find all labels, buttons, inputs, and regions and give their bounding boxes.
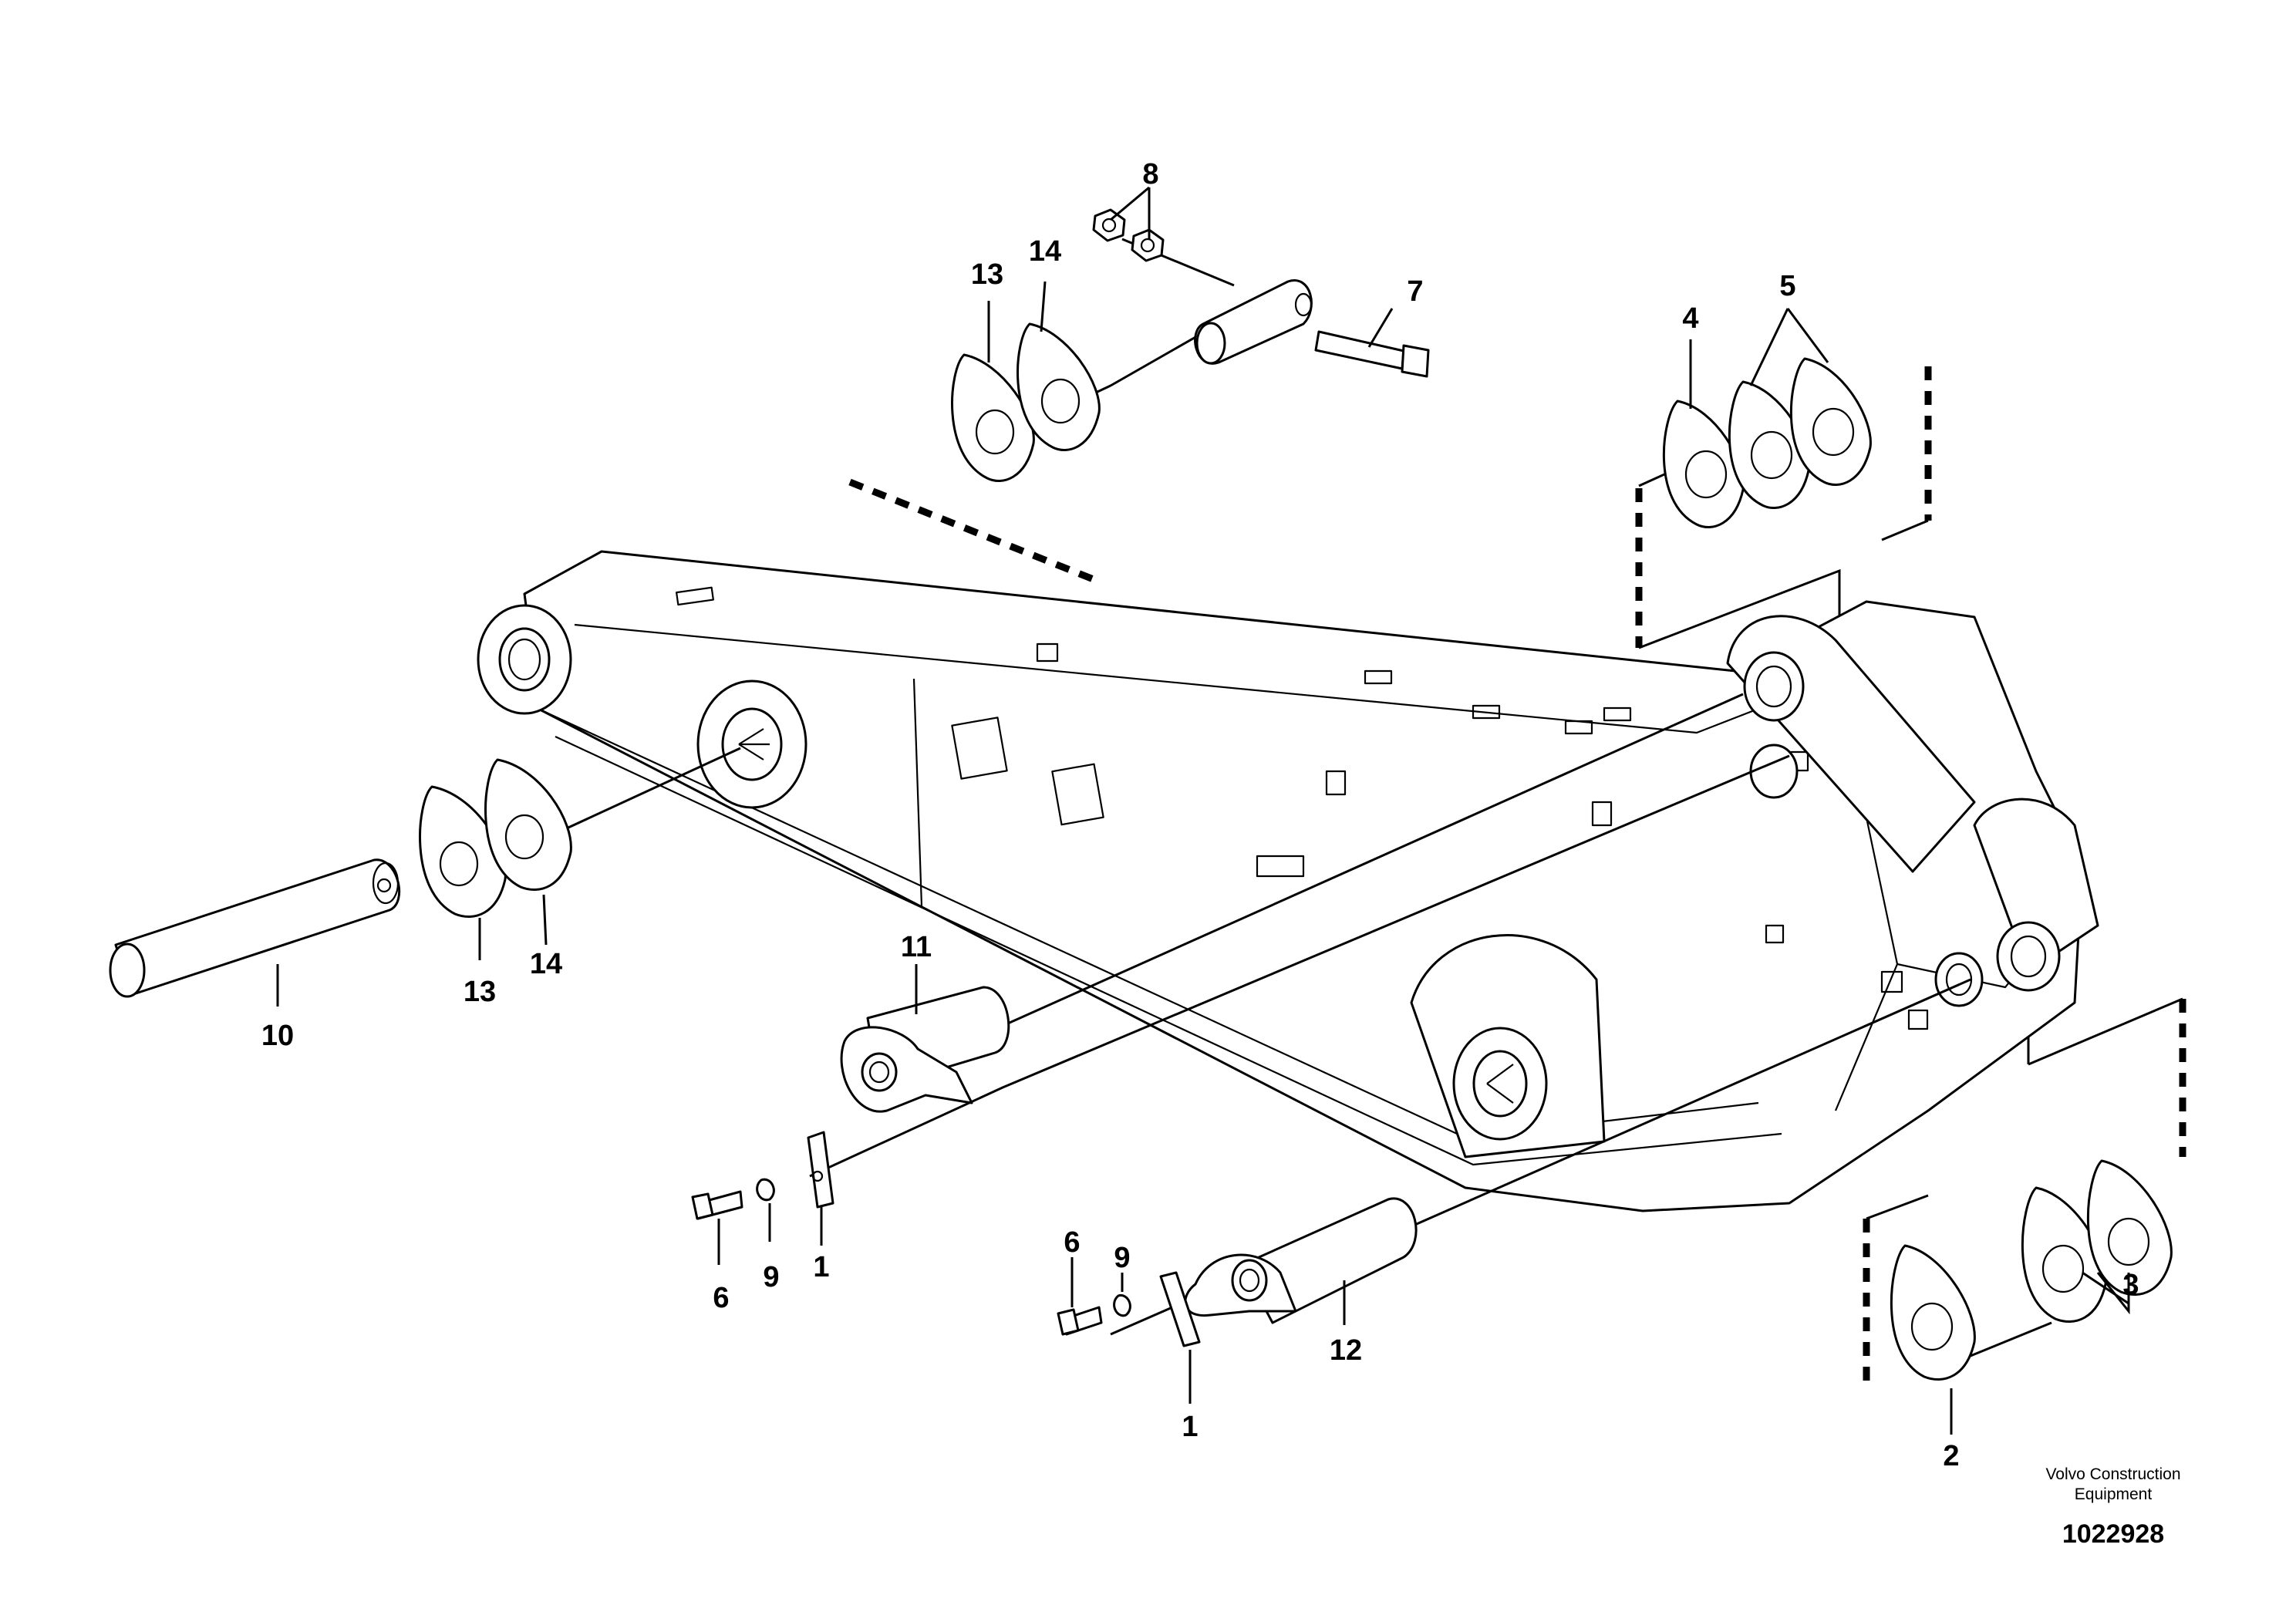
callout-6b: 6 [1064,1226,1080,1259]
callout-1a: 1 [813,1251,829,1283]
callout-13-top: 13 [971,258,1003,291]
callout-4: 4 [1682,302,1698,335]
callout-2: 2 [1943,1440,1959,1472]
lock-plate-1b [1159,1271,1201,1347]
callout-1b: 1 [1182,1411,1198,1443]
boom-root-eye [477,604,572,715]
bolt-7 [1314,330,1405,370]
washer-9b [1113,1294,1131,1317]
top-pin-assembly [951,208,1430,482]
pin-10 [114,858,401,996]
figure-credit: Volvo Construction Equipment 1022928 [2045,1465,2180,1549]
callout-6a: 6 [713,1282,729,1314]
callout-14-left: 14 [530,948,562,980]
callout-labels: 8 14 13 7 5 4 11 14 13 10 1 9 6 9 6 12 1… [261,158,2139,1472]
shim-13-left [419,785,507,918]
callout-8: 8 [1142,158,1158,191]
shim-13-top [951,353,1035,482]
document-number: 1022928 [2062,1519,2164,1549]
lock-plate-1a [807,1131,834,1209]
callout-13-left: 13 [464,976,496,1008]
left-pin-assembly [109,747,741,998]
shims-4-5 [1638,357,1872,528]
callout-10: 10 [261,1020,294,1052]
shims-2-3 [1890,1159,2173,1381]
boom-body [523,550,2084,1212]
callout-7: 7 [1407,275,1423,308]
boom-cylinder-boss [696,679,807,809]
credit-line-2: Equipment [2075,1485,2153,1503]
nut-8b [1131,228,1165,262]
boom-tip-lugs [1726,615,2099,1007]
callout-11: 11 [901,931,932,963]
callout-3: 3 [2122,1269,2139,1301]
shim-14-left [484,758,572,891]
washer-9a [756,1178,775,1202]
callout-leaders [276,186,2130,1435]
callout-12: 12 [1330,1334,1362,1367]
credit-line-1: Volvo Construction [2045,1465,2180,1483]
lower-pin-assembly [1057,978,1971,1347]
shim-14-top [1017,322,1101,451]
callout-14-top: 14 [1029,235,1061,268]
center-pin-assembly [691,693,1790,1220]
nut-8a [1092,208,1126,242]
callout-9a: 9 [763,1261,779,1293]
callout-9b: 9 [1114,1242,1130,1274]
boom-lower-boss [1410,934,1606,1158]
callout-5: 5 [1779,270,1795,302]
